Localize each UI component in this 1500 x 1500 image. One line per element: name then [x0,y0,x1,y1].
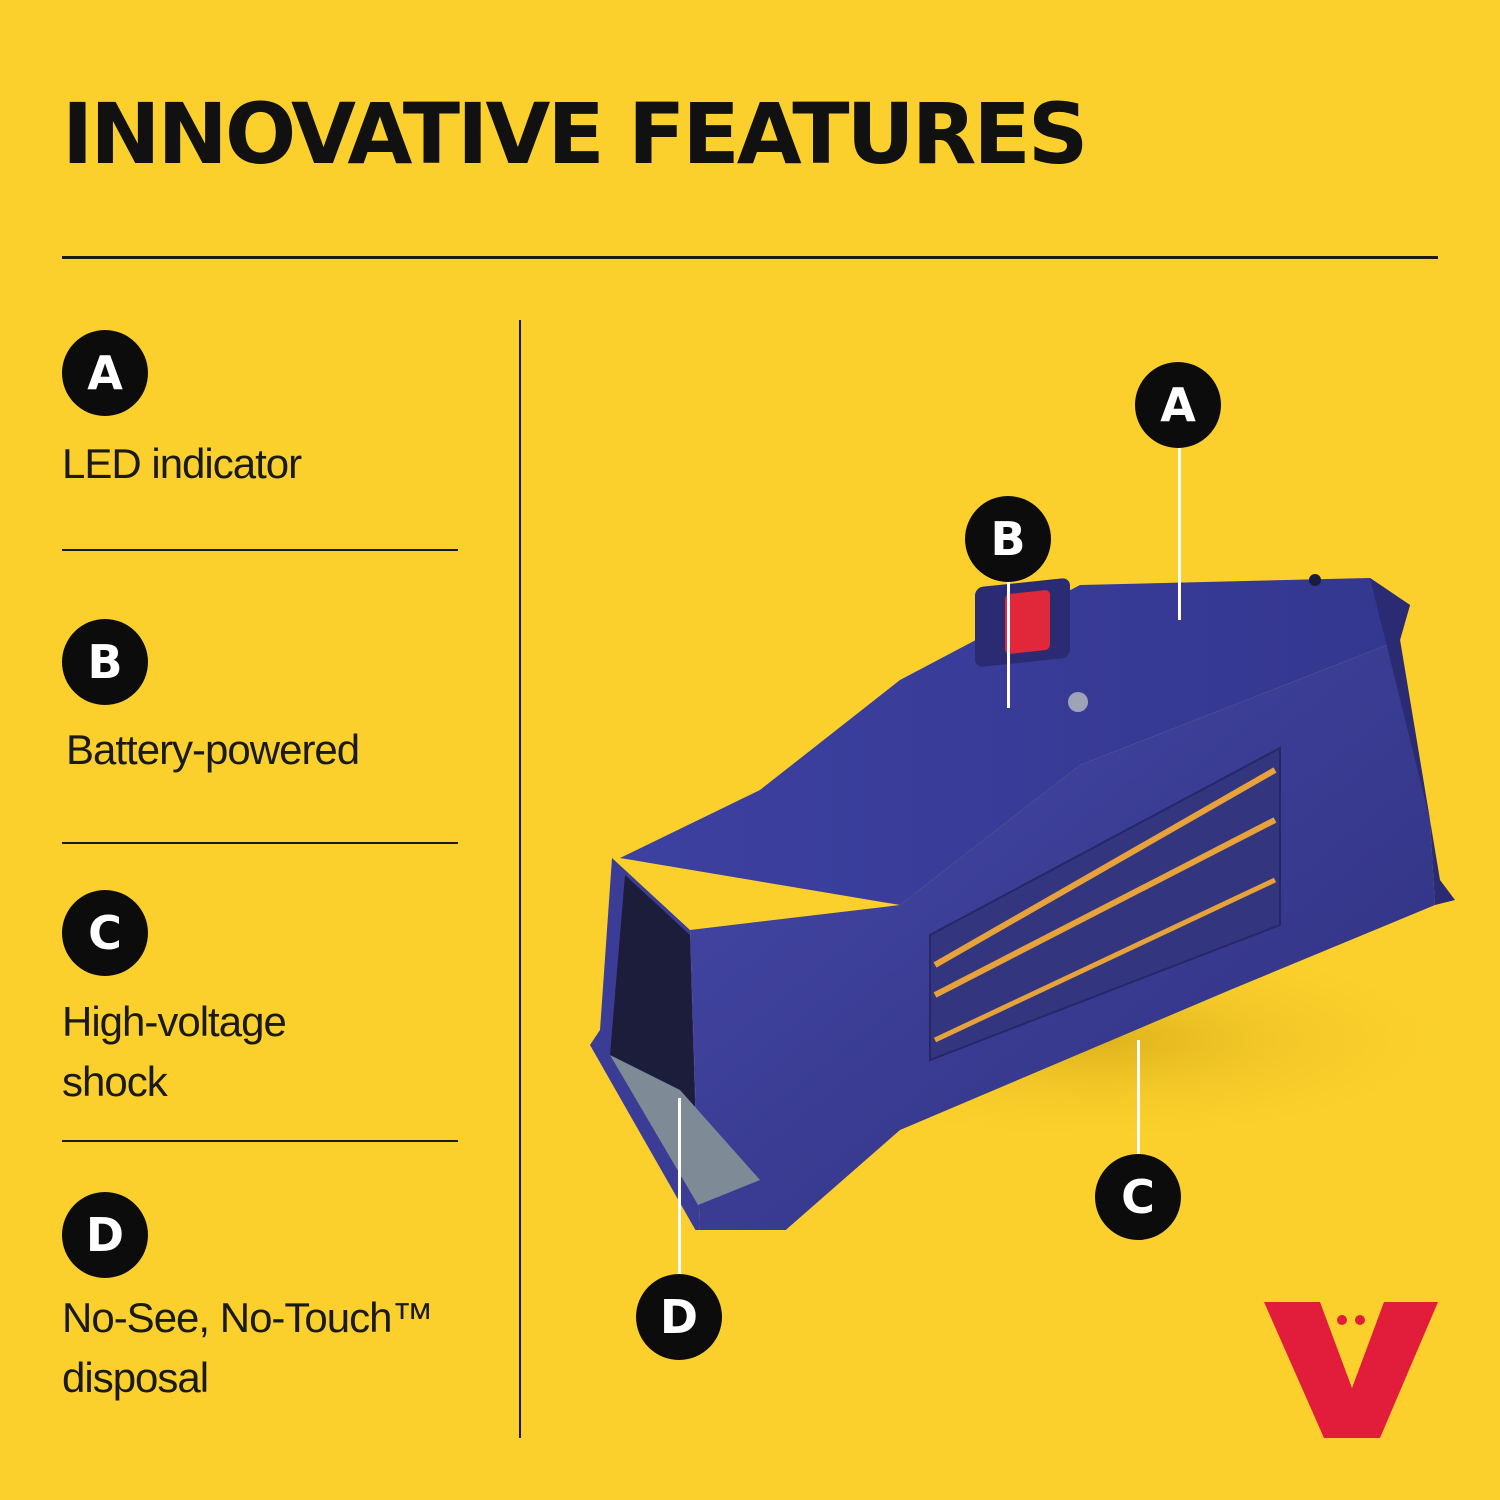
label-stripe [933,817,1277,998]
led-light [1068,692,1088,712]
trap-top [620,578,1410,905]
brand-logo [1264,1301,1438,1438]
callout-line-d [678,1098,681,1278]
column-divider [519,320,521,1438]
feature-b-label: Battery-powered [66,726,360,773]
callout-b-badge: B [965,496,1051,582]
callout-a-badge: A [1135,362,1221,448]
feature-separator [62,1140,458,1142]
callout-line-c [1137,1040,1140,1158]
label-stripe [933,877,1277,1043]
power-switch [1005,590,1050,654]
callout-line-b [1007,578,1010,708]
title-divider [62,256,1438,259]
callout-d-badge: D [636,1274,722,1360]
feature-a-label: LED indicator [62,440,302,487]
feature-separator [62,549,458,551]
feature-d-badge: D [62,1192,148,1278]
callout-c-badge: C [1095,1154,1181,1240]
warning-label [929,746,1281,1062]
led-indicator [1309,574,1321,586]
trap-end-cap [1370,578,1455,905]
page-title: INNOVATIVE FEATURES [62,85,1088,183]
callout-line-a [1178,448,1181,620]
feature-a-badge: A [62,330,148,416]
rodent-trap-illustration [590,574,1470,1230]
feature-separator [62,842,458,844]
trap-floor-plate [610,1055,760,1205]
feature-c-label: High-voltage shock [62,998,287,1105]
feature-b-badge: B [62,619,148,705]
feature-d-label: No-See, No-Touch™ disposal [62,1294,433,1401]
feature-c-badge: C [62,890,148,976]
label-stripe [933,767,1277,968]
